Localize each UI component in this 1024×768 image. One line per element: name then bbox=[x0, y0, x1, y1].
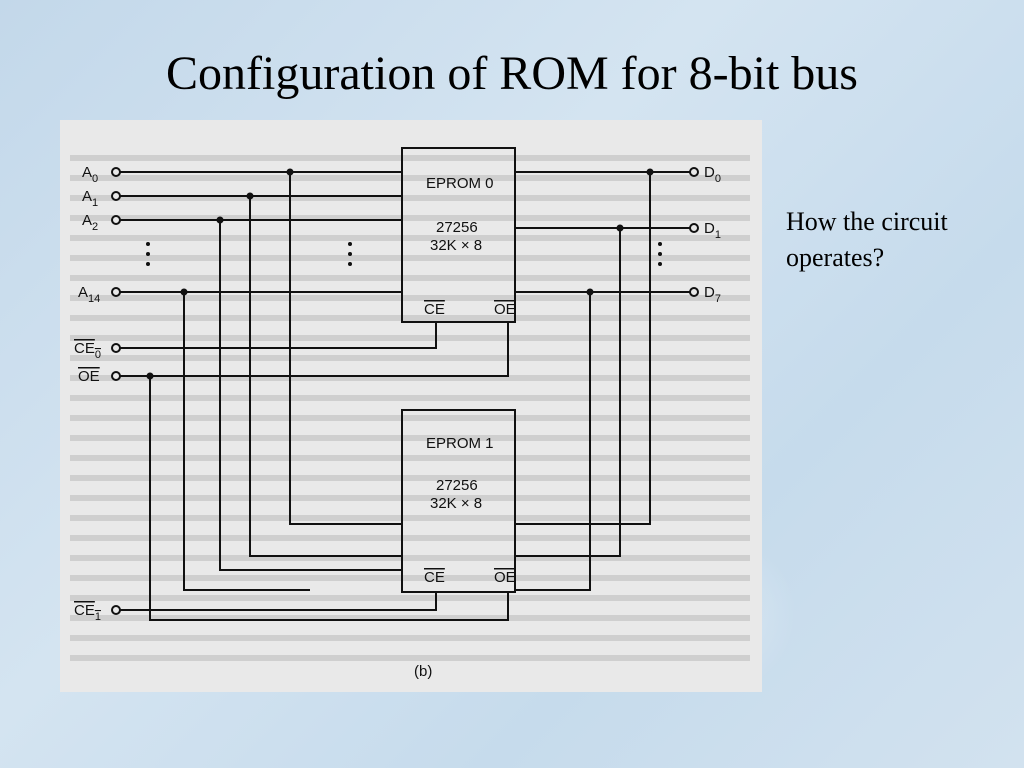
label-oe: OE bbox=[78, 368, 100, 385]
wire-d0-tap bbox=[515, 172, 651, 525]
eprom0-name: EPROM 0 bbox=[426, 175, 494, 192]
wire-ce1 bbox=[120, 592, 437, 611]
eprom1-ce: CE bbox=[424, 569, 445, 586]
scan-texture bbox=[70, 155, 750, 661]
wire-a2-tap bbox=[219, 220, 402, 571]
circuit-svg: A0 A1 A2 A14 CE0 OE CE1 D0 D1 D7 EPROM 0… bbox=[70, 147, 750, 680]
circuit-diagram: A0 A1 A2 A14 CE0 OE CE1 D0 D1 D7 EPROM 0… bbox=[60, 120, 762, 692]
eprom0-oe: OE bbox=[494, 301, 516, 318]
label-a14: A14 bbox=[78, 284, 100, 305]
eprom1-size: 32K × 8 bbox=[430, 495, 482, 512]
wire-d7-tap bbox=[515, 292, 591, 591]
eprom0-ce: CE bbox=[424, 301, 445, 318]
terminals bbox=[111, 167, 699, 615]
eprom0-part: 27256 bbox=[436, 219, 478, 236]
eprom0-size: 32K × 8 bbox=[430, 237, 482, 254]
label-a2: A2 bbox=[82, 212, 98, 233]
wire-ce0 bbox=[120, 322, 437, 349]
wire-d1-tap bbox=[515, 228, 621, 557]
slide-title: Configuration of ROM for 8-bit bus bbox=[166, 47, 858, 100]
label-d7: D7 bbox=[704, 284, 721, 305]
eprom0-chip bbox=[401, 147, 516, 323]
label-d1: D1 bbox=[704, 220, 721, 241]
junction-dots bbox=[146, 168, 654, 380]
eprom1-chip bbox=[401, 409, 516, 593]
wire-a0-tap bbox=[289, 172, 402, 525]
wire-a1-tap bbox=[249, 196, 402, 557]
label-ce0: CE0 bbox=[74, 340, 101, 361]
label-d0: D0 bbox=[704, 164, 721, 185]
eprom1-part: 27256 bbox=[436, 477, 478, 494]
eprom1-name: EPROM 1 bbox=[426, 435, 494, 452]
ellipsis-marks bbox=[146, 242, 662, 266]
label-a0: A0 bbox=[82, 164, 98, 185]
wire-oe-chip0 bbox=[150, 322, 509, 377]
side-note: How the circuit operates? bbox=[786, 207, 948, 272]
figure-caption: (b) bbox=[414, 663, 432, 680]
label-ce1: CE1 bbox=[74, 602, 101, 623]
eprom1-oe: OE bbox=[494, 569, 516, 586]
label-a1: A1 bbox=[82, 188, 98, 209]
wire-a14-tap bbox=[183, 292, 310, 591]
wire-oe bbox=[120, 375, 509, 621]
